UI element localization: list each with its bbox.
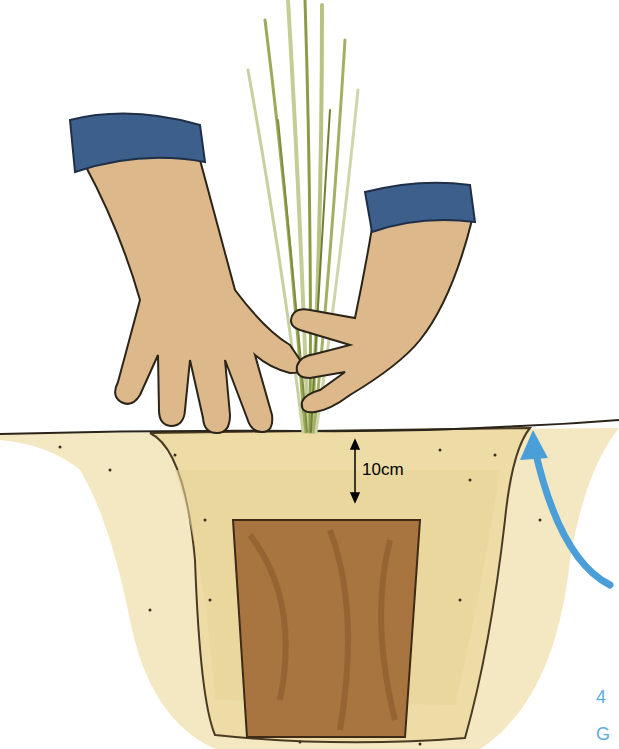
background: [0, 428, 619, 749]
grass-blade: [278, 120, 307, 432]
speckle: [209, 599, 212, 602]
right-hand: [291, 219, 472, 413]
callout-arrow: [535, 450, 610, 585]
step-text: G: [596, 724, 610, 745]
speckle: [174, 454, 177, 457]
left-sleeve-cuff: [70, 114, 205, 172]
speckle: [469, 479, 472, 482]
speckle: [494, 454, 497, 457]
speckle: [539, 519, 542, 522]
dimension-arrow: [351, 440, 359, 502]
soil: [0, 428, 619, 749]
arrow-head: [351, 440, 359, 449]
dimension-line: [354, 442, 356, 500]
speckle: [59, 446, 62, 449]
speckle: [439, 449, 442, 452]
step-number: 4: [596, 687, 606, 708]
root-ball-shading: [250, 530, 395, 730]
speckle: [299, 741, 302, 744]
planting-hole: [150, 428, 530, 742]
speckle: [109, 469, 112, 472]
callout-arrow-head: [520, 430, 548, 460]
arrow-head: [351, 493, 359, 502]
left-hand: [85, 157, 301, 433]
right-sleeve-cuff: [365, 183, 475, 232]
speckle: [204, 519, 207, 522]
dimension-label: 10cm: [362, 460, 404, 480]
soil-speckles: [59, 446, 542, 746]
speckle: [419, 743, 422, 746]
speckle: [149, 609, 152, 612]
root-ball: [233, 520, 420, 737]
speckle: [459, 599, 462, 602]
